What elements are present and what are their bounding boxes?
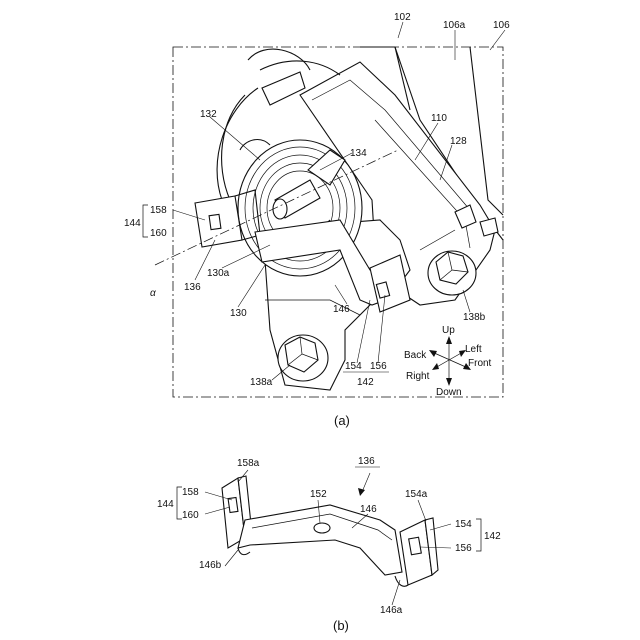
label-b-154: 154 (455, 519, 472, 530)
label-b-160: 160 (182, 510, 199, 521)
label-alpha: α (150, 288, 156, 299)
label-130: 130 (230, 308, 247, 319)
label-156: 156 (370, 361, 387, 372)
figure-b: 136 158a 144 158 160 152 146 154a 154 15… (157, 456, 501, 633)
label-b-158a: 158a (237, 458, 260, 469)
label-134: 134 (350, 148, 367, 159)
dir-up: Up (442, 325, 455, 336)
bolt-138b (428, 251, 476, 295)
label-b-144: 144 (157, 499, 174, 510)
label-144: 144 (124, 218, 141, 229)
direction-indicator: Up Down Back Left Front Right (404, 325, 492, 398)
label-b-154a: 154a (405, 489, 428, 500)
label-b-156: 156 (455, 543, 472, 554)
label-138a: 138a (250, 377, 273, 388)
spring-hook-132 (240, 140, 270, 150)
label-154: 154 (345, 361, 362, 372)
label-b-146: 146 (360, 504, 377, 515)
label-142: 142 (357, 377, 374, 388)
label-110: 110 (431, 113, 447, 124)
label-146: 146 (333, 304, 350, 315)
label-158: 158 (150, 205, 167, 216)
top-tab (262, 72, 305, 105)
label-136: 136 (184, 282, 201, 293)
label-128: 128 (450, 136, 467, 147)
label-106: 106 (493, 20, 510, 31)
dir-right: Right (406, 371, 430, 382)
label-b-146b: 146b (199, 560, 222, 571)
label-b-152: 152 (310, 489, 327, 500)
label-130a: 130a (207, 268, 230, 279)
label-102: 102 (394, 12, 411, 23)
bolt-138a (278, 335, 328, 381)
dir-left: Left (465, 344, 482, 355)
dir-front: Front (468, 358, 492, 369)
figure-a: Up Down Back Left Front Right (124, 12, 510, 428)
label-b-136: 136 (358, 456, 375, 467)
caption-b: (b) (333, 618, 349, 633)
label-b-158: 158 (182, 487, 199, 498)
label-b-142: 142 (484, 531, 501, 542)
label-106a: 106a (443, 20, 466, 31)
label-132: 132 (200, 109, 217, 120)
label-160: 160 (150, 228, 167, 239)
dir-back: Back (404, 350, 427, 361)
caption-a: (a) (334, 413, 350, 428)
label-b-146a: 146a (380, 605, 403, 616)
dir-down: Down (436, 387, 462, 398)
label-138b: 138b (463, 312, 486, 323)
